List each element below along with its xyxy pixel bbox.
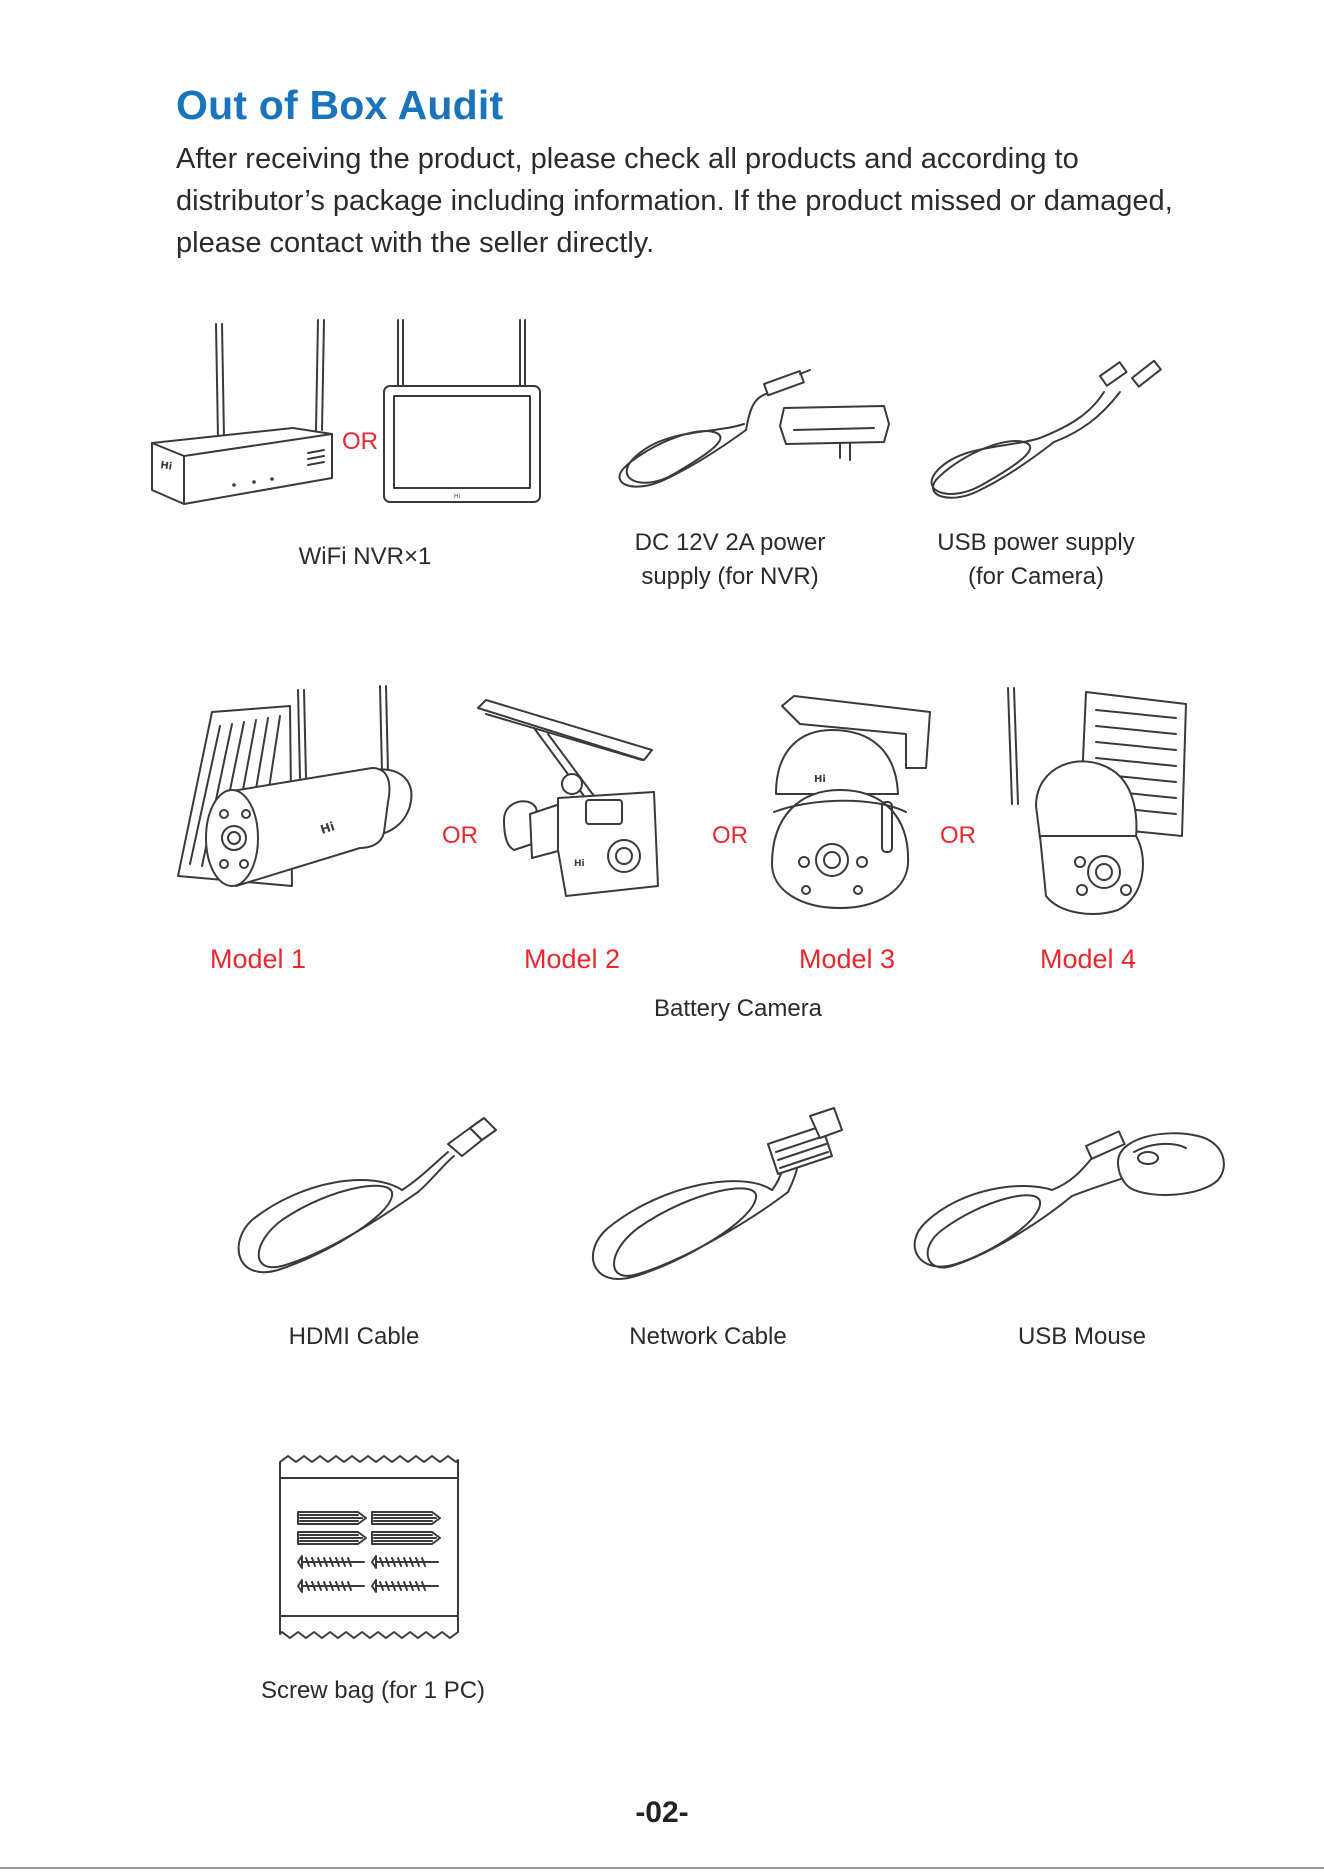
camera-model-3-illustration: Hi [770, 694, 940, 912]
wifi-nvr-box-illustration: Hi [148, 318, 338, 508]
usb-power-caption-line2: (for Camera) [967, 563, 1105, 590]
dc-power-caption-line2: supply (for NVR) [641, 563, 819, 590]
mouse-caption: USB Mouse [1017, 1323, 1147, 1350]
intro-paragraph: After receiving the product, please chec… [176, 143, 1173, 259]
screw-bag-caption: Screw bag (for 1 PC) [260, 1677, 486, 1704]
model-1-label: Model 1 [210, 944, 307, 974]
svg-text:Hi: Hi [319, 819, 337, 837]
page-number: -02- [635, 1796, 689, 1829]
hdmi-caption: HDMI Cable [288, 1323, 420, 1350]
wifi-nvr-monitor-illustration: Hi [382, 318, 544, 504]
model-3-label: Model 3 [799, 944, 896, 974]
or-label: OR [442, 822, 478, 849]
or-label: OR [712, 822, 748, 849]
svg-text:Hi: Hi [574, 859, 585, 869]
svg-text:Hi: Hi [454, 493, 461, 500]
network-cable-illustration [572, 1104, 862, 1294]
or-label: OR [342, 428, 378, 455]
usb-power-supply-illustration [920, 368, 1170, 508]
or-label: OR [940, 822, 976, 849]
svg-text:Hi: Hi [160, 460, 173, 473]
hdmi-cable-illustration [222, 1110, 502, 1290]
bottom-rule [0, 1867, 1324, 1869]
page-title: Out of Box Audit [176, 82, 504, 128]
usb-mouse-illustration [902, 1130, 1232, 1280]
camera-model-1-illustration: Hi [172, 686, 422, 908]
model-4-label: Model 4 [1040, 944, 1137, 974]
usb-power-caption-line1: USB power supply [937, 529, 1135, 556]
dc-power-caption-line1: DC 12V 2A power [634, 529, 826, 556]
network-caption: Network Cable [629, 1323, 787, 1350]
camera-model-4-illustration [1000, 686, 1196, 918]
model-2-label: Model 2 [524, 944, 621, 974]
battery-camera-caption: Battery Camera [653, 995, 823, 1022]
svg-text:Hi: Hi [814, 774, 826, 785]
screw-bag-illustration [278, 1456, 460, 1638]
nvr-caption: WiFi NVR×1 [298, 543, 432, 570]
camera-model-2-illustration: Hi [474, 700, 674, 900]
dc-power-supply-illustration [604, 368, 894, 498]
